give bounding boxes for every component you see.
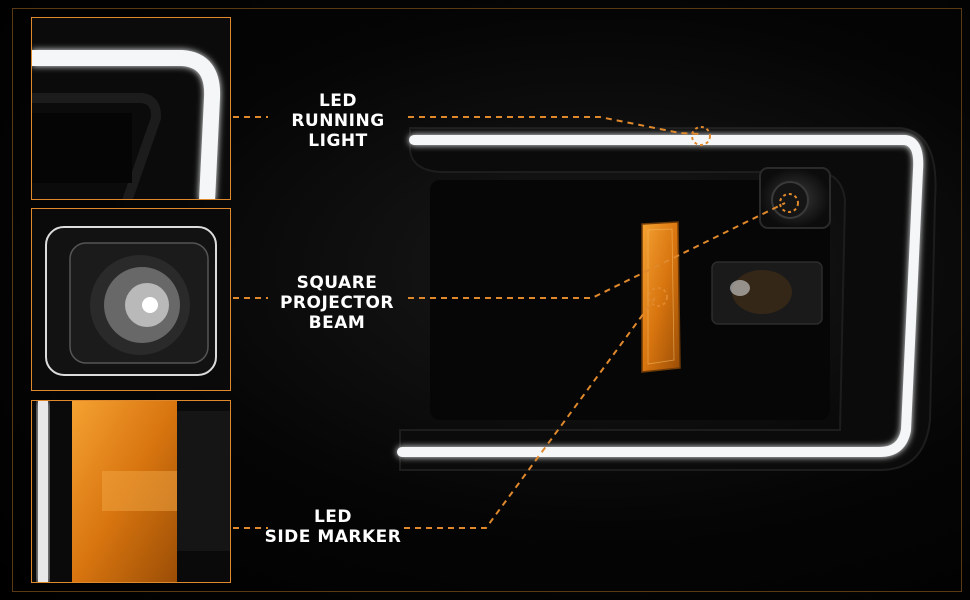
- label-line: LED: [313, 507, 353, 527]
- leader-marker-right: [404, 297, 656, 529]
- reflector-bowl: [711, 261, 823, 325]
- detail-panel-running-light: [31, 17, 231, 200]
- label-line: PROJECTOR: [279, 293, 395, 313]
- led-light-bar: [397, 135, 924, 457]
- target-running-light: [691, 126, 711, 146]
- label-line: LIGHT: [308, 131, 368, 151]
- leader-running-right: [408, 116, 701, 135]
- target-side-marker: [648, 287, 668, 307]
- label-side-marker: LED SIDE MARKER: [258, 507, 408, 547]
- label-line: BEAM: [308, 313, 366, 333]
- leader-projector-right: [408, 202, 786, 299]
- detail-panel-side-marker: [31, 400, 231, 583]
- label-projector-beam: SQUARE PROJECTOR BEAM: [262, 273, 412, 333]
- label-running-light: LED RUNNING LIGHT: [268, 91, 408, 151]
- label-line: RUNNING: [291, 111, 385, 131]
- label-line: SQUARE: [296, 273, 378, 293]
- projector-lens: [759, 167, 831, 229]
- housing-recess: [430, 180, 830, 420]
- target-projector: [779, 193, 799, 213]
- detail-panel-projector: [31, 208, 231, 391]
- image-frame: [12, 8, 962, 592]
- label-line: LED: [318, 91, 358, 111]
- housing-body: [399, 127, 937, 471]
- amber-side-marker: [641, 221, 681, 373]
- label-line: SIDE MARKER: [264, 527, 402, 547]
